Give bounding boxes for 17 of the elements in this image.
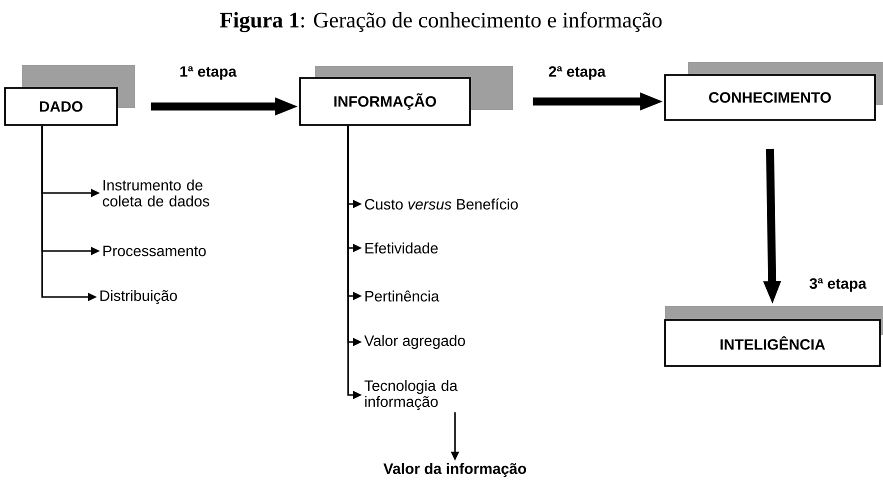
branch-label: Processamento <box>103 246 206 256</box>
process-box: INFORMAÇÃO <box>299 66 513 126</box>
process-box: INTELIGÊNCIA <box>664 306 883 367</box>
branch-label: Distribuição <box>100 290 177 304</box>
edge-label: 2ª etapa <box>547 65 607 81</box>
branch-label: Valor agregado <box>364 335 465 349</box>
result-label: Valor da informação <box>383 463 526 477</box>
process-box: DADO <box>4 65 135 126</box>
branch-label: Efetividade <box>365 242 438 254</box>
branch-label: Pertinência <box>365 290 440 302</box>
edge-label: 3ª etapa <box>808 277 868 293</box>
process-box: CONHECIMENTO <box>664 62 883 121</box>
figure-title: Figura 1: Geração de conhecimento e informação <box>220 12 662 32</box>
edge-label: 1ª etapa <box>178 65 238 81</box>
branch-label: Custo versus Benefício <box>364 198 518 210</box>
branch-label: Instrumento de coleta de dados <box>102 180 210 206</box>
branch-label: Tecnologia da informação <box>364 380 458 410</box>
